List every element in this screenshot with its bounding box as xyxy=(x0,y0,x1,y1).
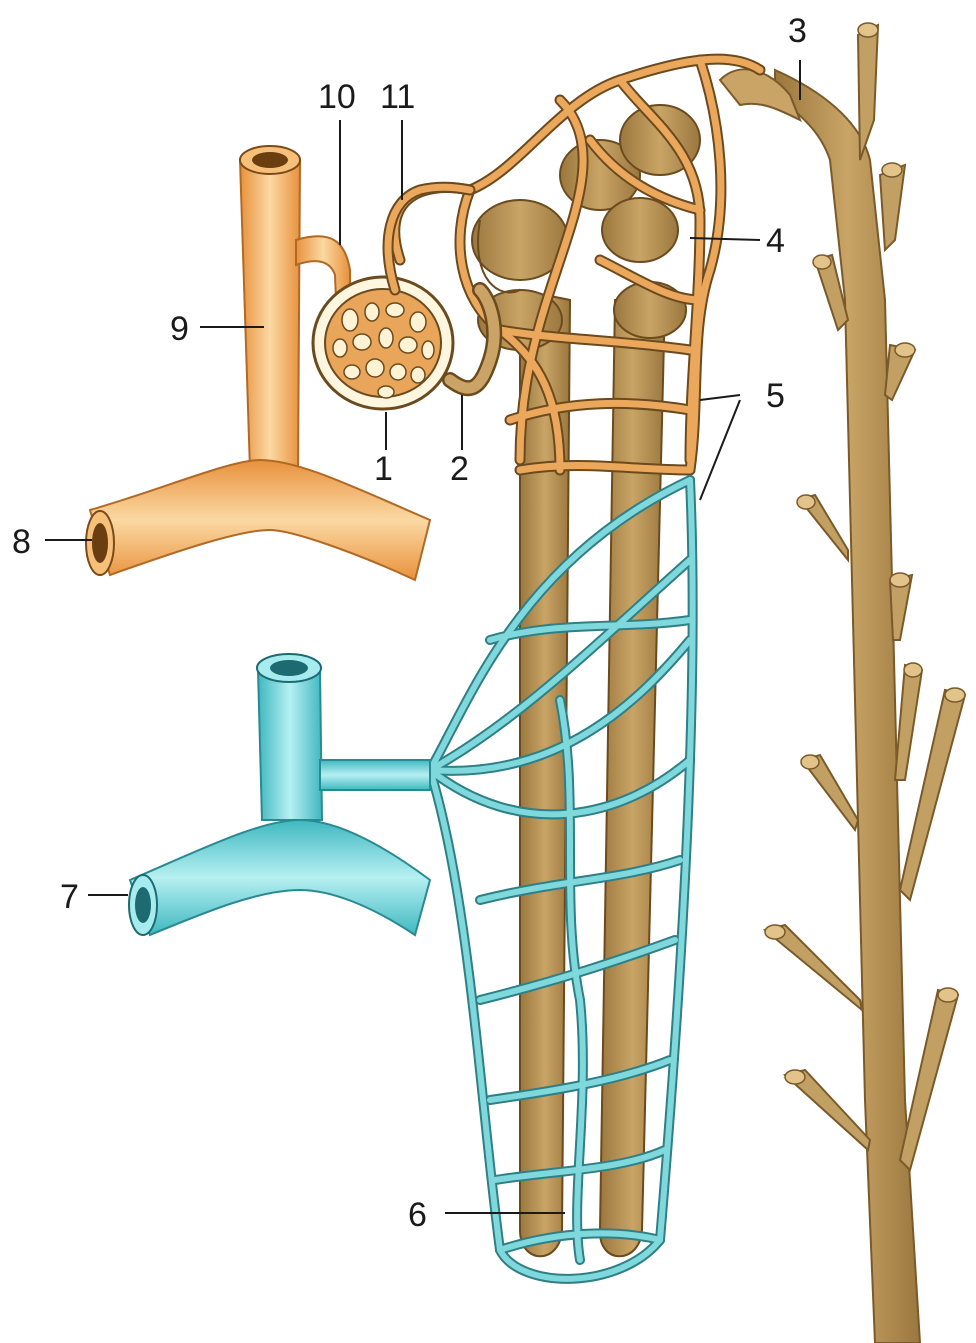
label-2: 2 xyxy=(450,450,469,488)
label-5: 5 xyxy=(766,377,785,415)
interlobular-vein xyxy=(129,654,430,935)
label-9: 9 xyxy=(170,310,189,348)
label-1: 1 xyxy=(374,450,393,488)
collecting-duct xyxy=(720,23,965,1343)
label-10: 10 xyxy=(318,78,356,116)
label-3: 3 xyxy=(788,12,807,50)
label-6: 6 xyxy=(408,1196,427,1234)
loop-of-henle xyxy=(520,290,665,1256)
label-8: 8 xyxy=(12,523,31,561)
label-11: 11 xyxy=(380,78,415,116)
label-4: 4 xyxy=(766,222,785,260)
label-7: 7 xyxy=(60,878,79,916)
